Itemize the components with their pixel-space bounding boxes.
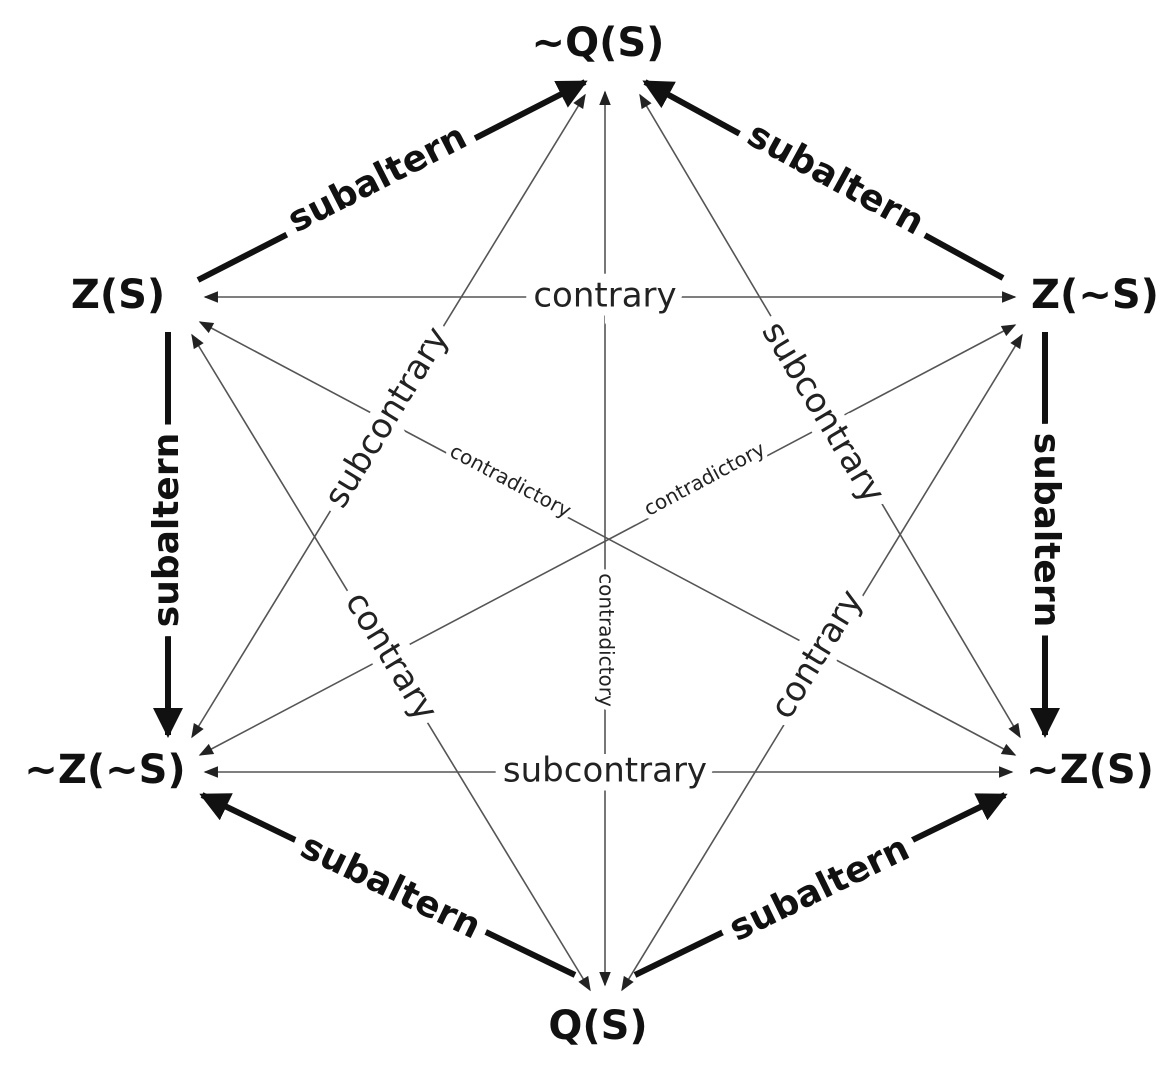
contrary-label-right: contrary (762, 583, 871, 726)
contrary-label-left: contrary (337, 585, 446, 728)
subaltern-edge-bottom-left (199, 792, 577, 978)
subcontrary-label-left: subcontrary (316, 320, 457, 515)
subaltern-edge-top-left (196, 79, 588, 283)
contrary-label-top: contrary (533, 276, 676, 316)
subaltern-edge-top-right (642, 79, 1005, 281)
subaltern-label-top-right: subaltern (741, 114, 931, 243)
subaltern-label-right: subaltern (1026, 433, 1067, 627)
node-not-z-s: ~Z(S) (1026, 747, 1154, 793)
subaltern-edge-bottom-right (633, 792, 1008, 978)
subaltern-label-left: subaltern (146, 433, 187, 627)
node-z-s: Z(S) (71, 272, 165, 318)
subcontrary-label-bottom: subcontrary (503, 751, 707, 791)
node-z-not-s: Z(~S) (1031, 272, 1159, 318)
subaltern-label-top-left: subaltern (281, 116, 473, 241)
contradictory-label-vertical: contradictory (595, 573, 619, 707)
node-q-s: Q(S) (548, 1003, 647, 1049)
subaltern-label-bottom-right: subaltern (723, 828, 916, 950)
node-not-q-s: ~Q(S) (532, 20, 665, 66)
contrary-edge-right (621, 333, 1023, 992)
contrary-edge-left (191, 333, 591, 992)
contradictory-label-diag1: contradictory (446, 439, 575, 523)
subcontrary-label-right: subcontrary (754, 314, 893, 510)
subaltern-label-bottom-left: subaltern (294, 826, 487, 948)
contradictory-label-diag2: contradictory (640, 437, 769, 521)
node-not-z-not-s: ~Z(~S) (24, 747, 185, 793)
